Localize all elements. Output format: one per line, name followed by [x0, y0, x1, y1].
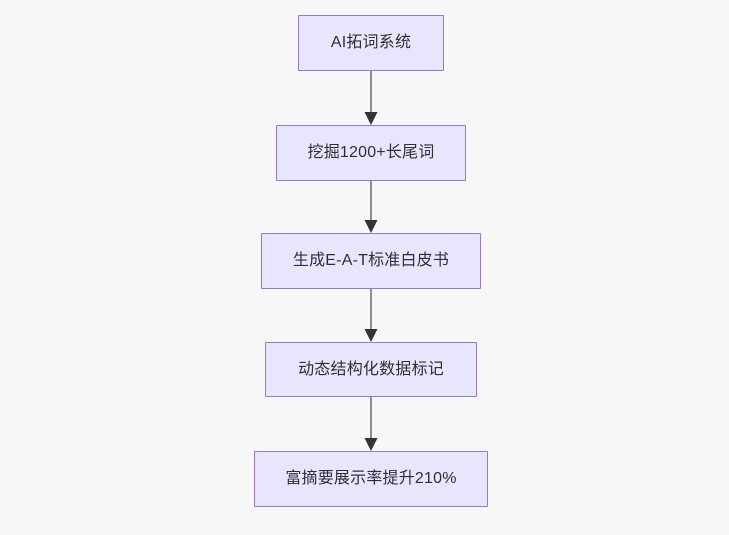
flow-node-label: 富摘要展示率提升210% — [285, 470, 457, 488]
flow-node-ai-keyword-system[interactable]: AI拓词系统 — [298, 15, 444, 71]
down-arrow-icon — [364, 329, 378, 342]
flow-node-label: 动态结构化数据标记 — [298, 360, 444, 378]
edge-n2-n3 — [364, 181, 378, 233]
flow-node-rich-snippet-rate-increase[interactable]: 富摘要展示率提升210% — [254, 451, 488, 507]
edge-n4-n5 — [364, 397, 378, 451]
edge-n1-n2 — [364, 71, 378, 125]
flow-node-label: 挖掘1200+长尾词 — [307, 144, 435, 162]
down-arrow-icon — [364, 112, 378, 125]
down-arrow-icon — [364, 438, 378, 451]
down-arrow-icon — [364, 220, 378, 233]
flow-node-dynamic-structured-data-markup[interactable]: 动态结构化数据标记 — [265, 342, 477, 397]
flow-node-label: 生成E-A-T标准白皮书 — [292, 252, 450, 270]
flow-node-label: AI拓词系统 — [330, 34, 412, 52]
edge-n3-n4 — [364, 289, 378, 342]
flow-node-mine-longtail-keywords[interactable]: 挖掘1200+长尾词 — [276, 125, 466, 181]
flow-node-generate-eat-whitepaper[interactable]: 生成E-A-T标准白皮书 — [261, 233, 481, 289]
